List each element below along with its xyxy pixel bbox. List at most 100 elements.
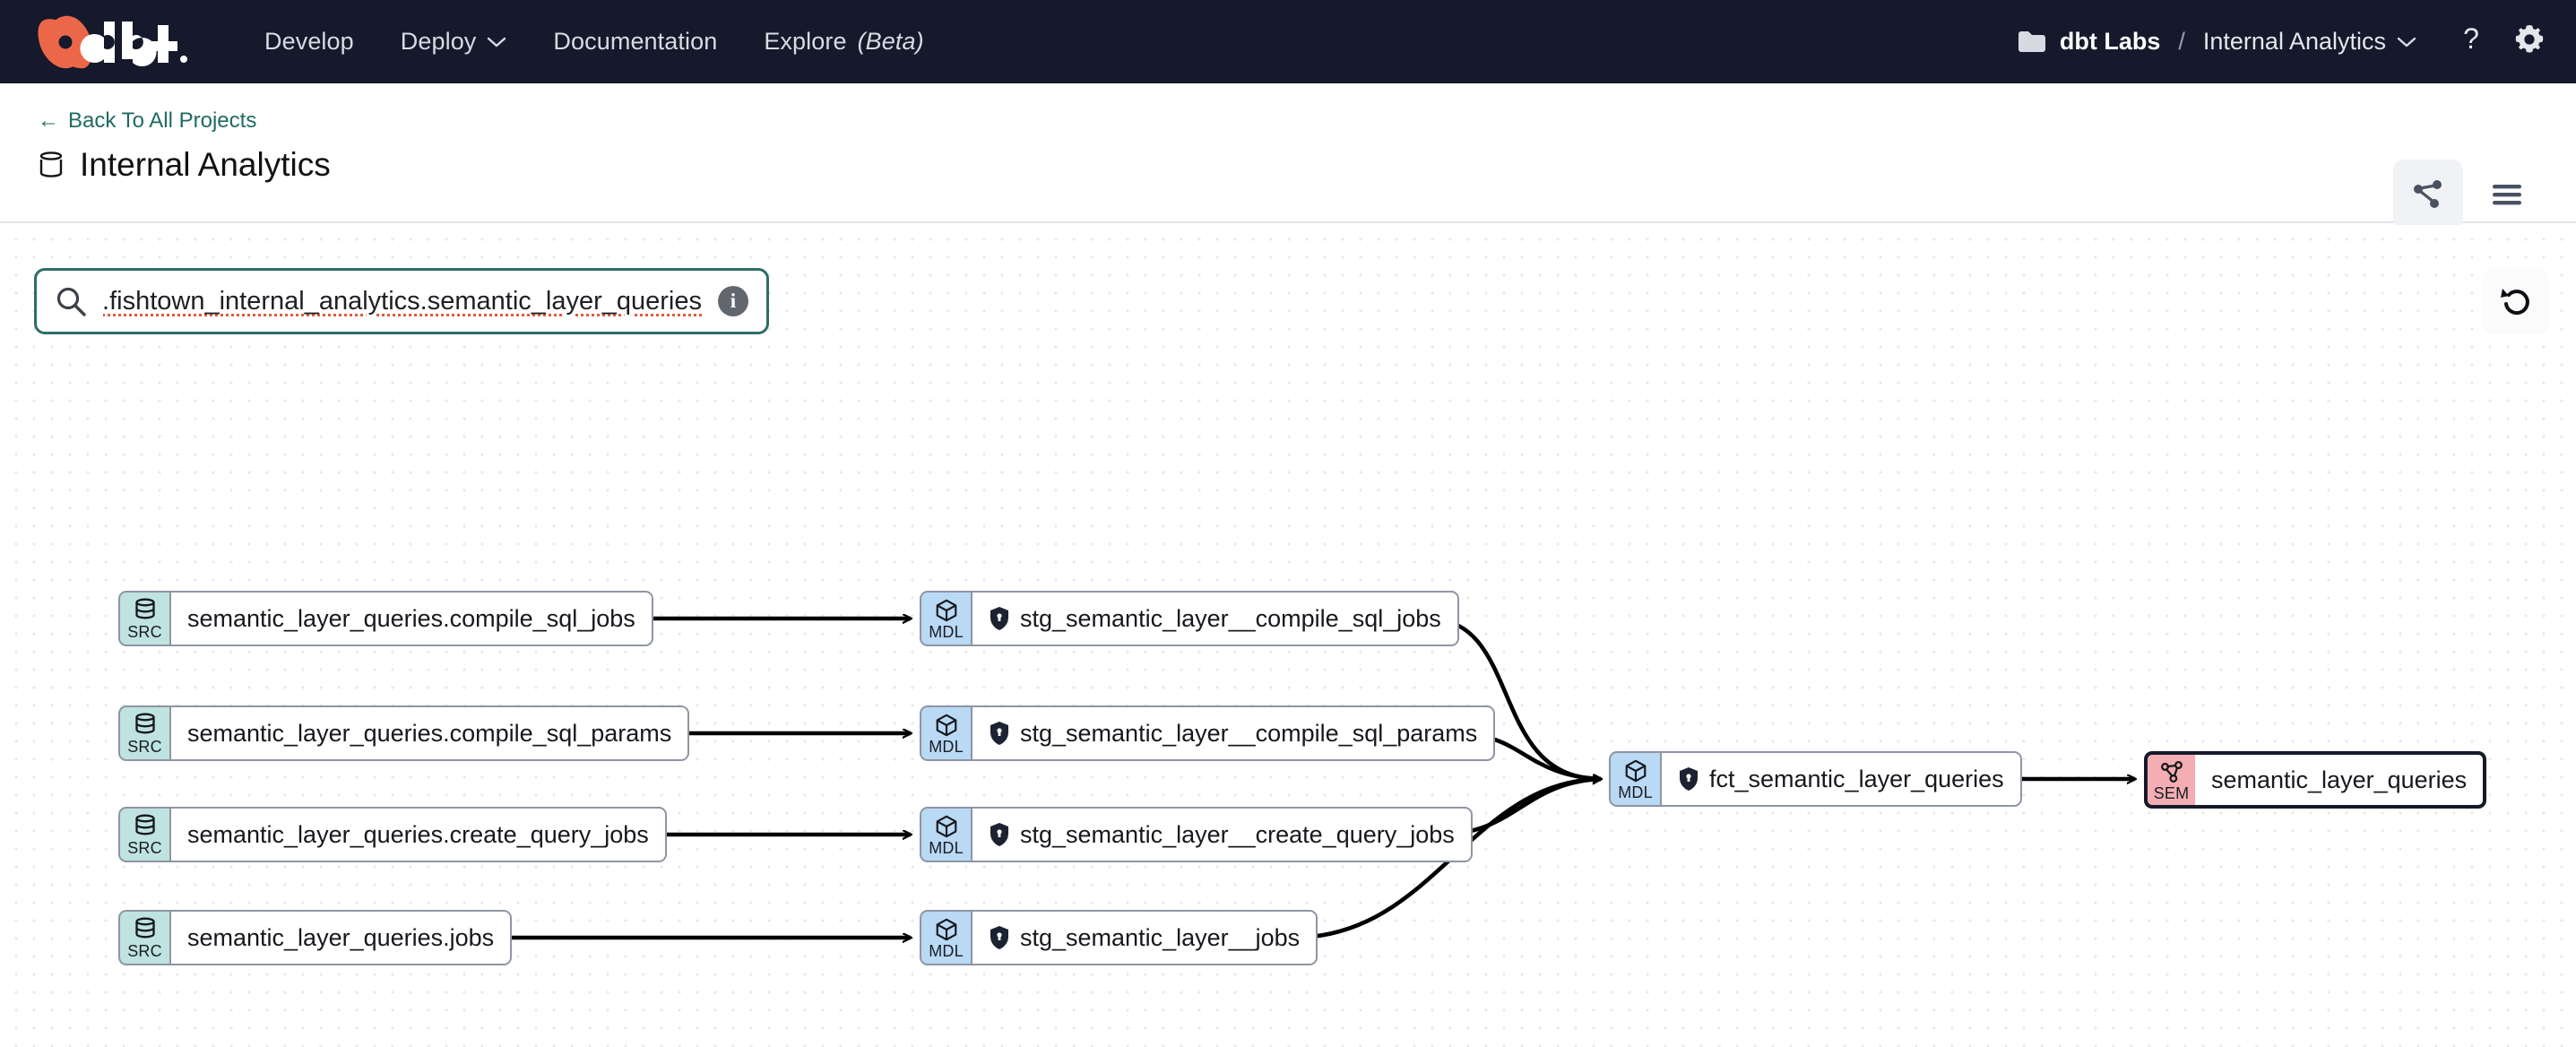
nav-item-explore[interactable]: Explore (Beta) xyxy=(764,28,923,56)
lineage-node-src-compile-sql-params[interactable]: SRC semantic_layer_queries.compile_sql_p… xyxy=(118,705,690,761)
reset-view-button[interactable] xyxy=(2483,268,2549,334)
gear-icon xyxy=(2515,25,2544,53)
node-type-label: MDL xyxy=(929,941,964,960)
back-to-all-projects-link[interactable]: ← Back To All Projects xyxy=(38,108,256,134)
node-body: stg_semantic_layer__create_query_jobs xyxy=(971,807,1473,862)
lineage-node-sem-semantic-layer-queries[interactable]: SEM semantic_layer_queries xyxy=(2144,751,2487,809)
node-body: semantic_layer_queries.compile_sql_jobs xyxy=(169,591,653,646)
lineage-node-mdl-stg-compile-sql-params[interactable]: MDL stg_semantic_layer__compile_sql_para… xyxy=(920,705,1496,761)
settings-button[interactable] xyxy=(2513,23,2546,60)
node-body: stg_semantic_layer__jobs xyxy=(971,910,1318,965)
account-org-name[interactable]: dbt Labs xyxy=(2059,28,2161,55)
node-type-badge-src: SRC xyxy=(118,705,169,761)
node-type-label: SRC xyxy=(127,838,162,857)
lineage-node-src-jobs[interactable]: SRC semantic_layer_queries.jobs xyxy=(118,910,513,965)
node-label: stg_semantic_layer__compile_sql_jobs xyxy=(1020,604,1441,632)
account-project-name: Internal Analytics xyxy=(2202,28,2386,55)
nav-item-explore-label: Explore xyxy=(764,28,847,55)
cube-icon xyxy=(1625,759,1646,782)
breadcrumb-separator: / xyxy=(2178,28,2185,55)
database-cylinder-icon xyxy=(134,598,155,619)
nav-item-documentation[interactable]: Documentation xyxy=(553,28,717,56)
account-project-selector[interactable]: Internal Analytics xyxy=(2203,28,2416,56)
main-nav-links: Develop Deploy Documentation Explore (Be… xyxy=(264,28,924,56)
chevron-down-icon xyxy=(2397,37,2416,47)
top-navigation-bar: Develop Deploy Documentation Explore (Be… xyxy=(0,0,2576,83)
cube-icon xyxy=(936,714,956,736)
node-type-label: MDL xyxy=(929,622,964,641)
database-cylinder-icon xyxy=(134,713,155,733)
nav-item-develop-label: Develop xyxy=(264,28,354,55)
chevron-down-icon xyxy=(488,37,506,47)
reset-arrow-icon xyxy=(2501,289,2529,316)
nav-item-documentation-label: Documentation xyxy=(553,28,718,55)
cube-icon xyxy=(936,599,956,621)
node-type-label: SRC xyxy=(127,941,162,960)
nav-item-develop[interactable]: Develop xyxy=(264,28,354,56)
lineage-node-src-create-query-jobs[interactable]: SRC semantic_layer_queries.create_query_… xyxy=(118,807,667,862)
folder-icon xyxy=(2018,30,2045,52)
node-label: semantic_layer_queries.create_query_jobs xyxy=(187,820,649,848)
node-search-box[interactable]: odel.fishtown_internal_analytics.semanti… xyxy=(34,268,769,334)
node-body: stg_semantic_layer__compile_sql_jobs xyxy=(971,591,1459,646)
node-type-badge-mdl: MDL xyxy=(920,807,971,862)
lineage-view-button[interactable] xyxy=(2393,160,2463,229)
lineage-node-mdl-stg-create-query-jobs[interactable]: MDL stg_semantic_layer__create_query_job… xyxy=(920,807,1473,862)
lineage-graph: SRC semantic_layer_queries.compile_sql_j… xyxy=(0,225,2576,1047)
nav-item-explore-beta-tag: (Beta) xyxy=(857,28,924,55)
top-nav-right-cluster: dbt Labs / Internal Analytics ? xyxy=(2017,0,2546,83)
shield-lock-icon xyxy=(990,722,1008,745)
node-type-badge-src: SRC xyxy=(118,807,169,862)
node-type-label: SEM xyxy=(2153,783,2190,802)
node-type-badge-mdl: MDL xyxy=(1609,751,1660,807)
semantic-model-icon xyxy=(2160,760,2183,783)
hamburger-menu-icon xyxy=(2493,185,2521,205)
node-label: semantic_layer_queries.jobs xyxy=(187,923,495,951)
lineage-node-mdl-stg-compile-sql-jobs[interactable]: MDL stg_semantic_layer__compile_sql_jobs xyxy=(920,591,1459,646)
svg-text:?: ? xyxy=(2463,23,2479,55)
node-type-badge-mdl: MDL xyxy=(920,591,971,646)
shield-lock-icon xyxy=(990,823,1008,846)
account-breadcrumb: dbt Labs / Internal Analytics xyxy=(2017,28,2416,56)
node-label: stg_semantic_layer__create_query_jobs xyxy=(1020,820,1455,848)
node-type-badge-src: SRC xyxy=(118,910,169,965)
database-icon xyxy=(39,151,63,177)
dbt-logo-icon xyxy=(38,15,187,68)
info-icon[interactable]: i xyxy=(718,286,748,316)
node-type-badge-src: SRC xyxy=(118,591,169,646)
search-icon xyxy=(56,287,86,316)
node-label: semantic_layer_queries.compile_sql_param… xyxy=(187,719,672,747)
lineage-canvas[interactable]: odel.fishtown_internal_analytics.semanti… xyxy=(0,225,2576,1047)
database-cylinder-icon xyxy=(134,814,155,835)
page-title: Internal Analytics xyxy=(38,146,331,184)
project-subheader: ← Back To All Projects Internal Analytic… xyxy=(0,83,2576,229)
node-type-badge-mdl: MDL xyxy=(920,705,971,761)
lineage-node-src-compile-sql-jobs[interactable]: SRC semantic_layer_queries.compile_sql_j… xyxy=(118,591,653,646)
list-view-button[interactable] xyxy=(2472,160,2542,229)
node-type-badge-mdl: MDL xyxy=(920,910,971,965)
lineage-node-mdl-stg-jobs[interactable]: MDL stg_semantic_layer__jobs xyxy=(920,910,1318,965)
node-label: semantic_layer_queries.compile_sql_jobs xyxy=(187,604,635,632)
database-cylinder-icon xyxy=(134,917,155,938)
node-label: stg_semantic_layer__jobs xyxy=(1020,923,1301,951)
cube-icon xyxy=(936,918,956,940)
node-body: semantic_layer_queries.compile_sql_param… xyxy=(169,705,690,761)
node-type-label: SRC xyxy=(127,737,162,756)
page-title-text: Internal Analytics xyxy=(80,146,331,183)
node-label: semantic_layer_queries xyxy=(2211,766,2468,793)
node-type-label: MDL xyxy=(929,737,964,756)
search-input[interactable]: odel.fishtown_internal_analytics.semanti… xyxy=(103,286,702,316)
lineage-graph-icon xyxy=(2414,180,2442,208)
node-type-label: SRC xyxy=(127,622,162,641)
dbt-logo[interactable] xyxy=(38,14,203,70)
node-body: semantic_layer_queries xyxy=(2195,751,2487,809)
node-body: semantic_layer_queries.create_query_jobs xyxy=(169,807,667,862)
nav-item-deploy[interactable]: Deploy xyxy=(401,28,507,56)
help-button[interactable]: ? xyxy=(2458,22,2485,60)
node-body: semantic_layer_queries.jobs xyxy=(169,910,513,965)
node-body: stg_semantic_layer__compile_sql_params xyxy=(971,705,1496,761)
shield-lock-icon xyxy=(1680,767,1698,791)
question-mark-icon: ? xyxy=(2463,22,2479,55)
node-label: stg_semantic_layer__compile_sql_params xyxy=(1020,719,1478,747)
lineage-node-mdl-fct-semantic-layer-queries[interactable]: MDL fct_semantic_layer_queries xyxy=(1609,751,2022,807)
